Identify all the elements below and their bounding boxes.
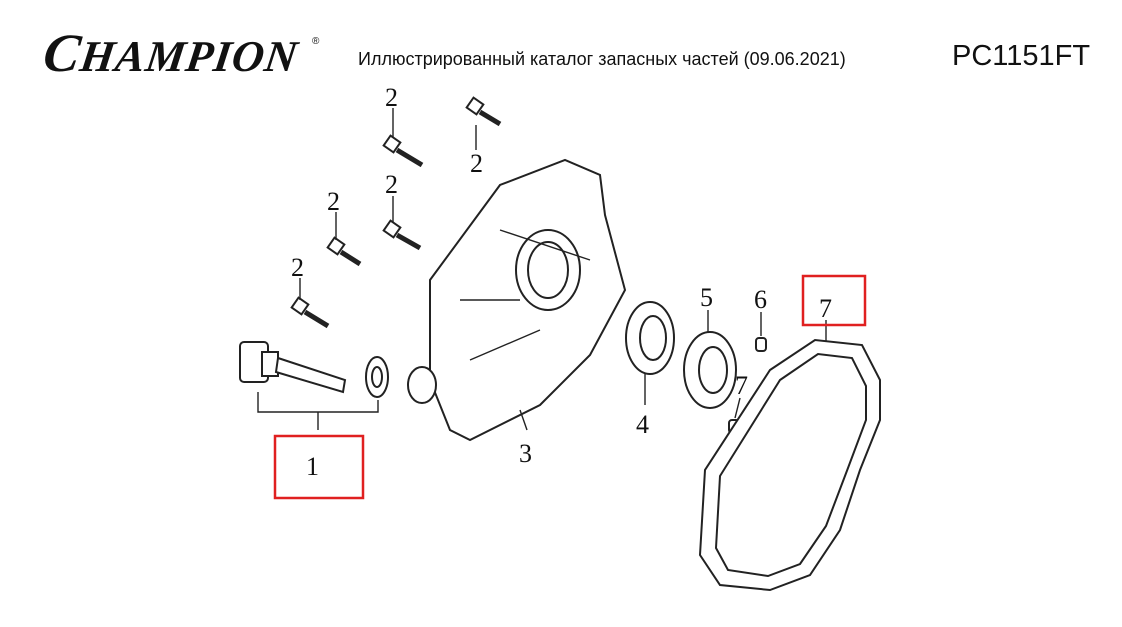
drain-plug-icon — [239, 341, 347, 394]
callout-7: 7 — [819, 294, 832, 323]
oil-seal-icon — [625, 301, 675, 375]
bolt-icon — [290, 296, 330, 329]
callout-6: 6 — [754, 285, 767, 314]
bolt-icon — [465, 96, 502, 127]
callout-2: 2 — [327, 187, 340, 216]
callout-3: 3 — [519, 439, 532, 468]
bolt-icon — [382, 134, 424, 168]
bolt-icon — [326, 236, 362, 267]
dowel-pin-icon — [755, 337, 767, 352]
callout-7: 7 — [735, 371, 748, 400]
callout-1: 1 — [306, 452, 319, 481]
callout-2: 2 — [385, 83, 398, 112]
highlight-box-7 — [801, 274, 867, 327]
gasket-icon — [698, 338, 881, 592]
highlight-box-1 — [273, 434, 365, 500]
callout-2: 2 — [291, 253, 304, 282]
callout-2: 2 — [385, 170, 398, 199]
catalog-title: Иллюстрированный каталог запасных частей… — [358, 49, 846, 69]
bolt-icon — [382, 219, 422, 251]
bearing-icon — [683, 331, 737, 409]
callout-4: 4 — [636, 410, 649, 439]
registered-mark: ® — [312, 36, 320, 47]
model-number: PC1151FT — [952, 40, 1091, 72]
callout-2: 2 — [470, 149, 483, 178]
callout-5: 5 — [700, 283, 713, 312]
crankcase-cover-icon — [407, 158, 627, 442]
